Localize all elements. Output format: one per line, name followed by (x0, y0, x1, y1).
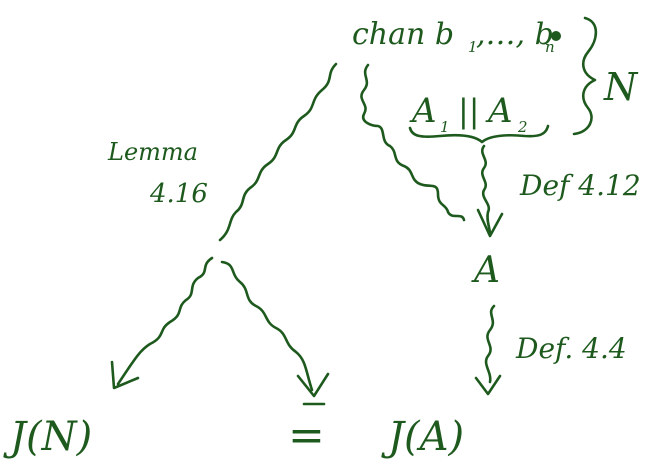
right-branch-arrowhead (296, 372, 330, 398)
def-4-12-label: Def 4.12 (519, 169, 641, 202)
chan-ellipsis: ,…, b (476, 17, 554, 52)
composition-left: A (409, 91, 437, 131)
semantics-network: J(N) (3, 414, 92, 460)
def-4-4-label: Def. 4.4 (515, 332, 627, 365)
network-brace (572, 16, 598, 136)
right-branch-arrow (220, 260, 314, 392)
left-branch-arrow (116, 256, 214, 386)
lemma-squiggle (218, 62, 338, 242)
chan-subscript-1: 1 (468, 38, 478, 56)
dot-mark (551, 31, 561, 41)
lemma-number: 4.16 (149, 179, 208, 209)
composition-right-subscript: 2 (517, 118, 528, 136)
composition-right: A (485, 91, 513, 131)
parallel-operator: || (458, 92, 480, 130)
chan-subscript-n: n (545, 38, 555, 56)
def-4-4-arrow (484, 304, 496, 384)
lemma-label: Lemma (107, 138, 198, 166)
composition-underbrace (408, 124, 550, 144)
def-4-12-arrow (481, 144, 492, 236)
chan-label: chan b (352, 17, 454, 52)
semantics-automaton: J(A) (381, 414, 464, 460)
automaton-symbol: A (471, 250, 500, 291)
def-4-12-arrowhead (476, 208, 504, 238)
squiggle-top (360, 63, 466, 222)
network-symbol: N (603, 65, 639, 109)
def-4-4-arrowhead (474, 374, 502, 396)
left-branch-arrowhead (110, 360, 140, 390)
composition-left-subscript: 1 (440, 118, 450, 136)
equals-sign: = (288, 410, 325, 461)
